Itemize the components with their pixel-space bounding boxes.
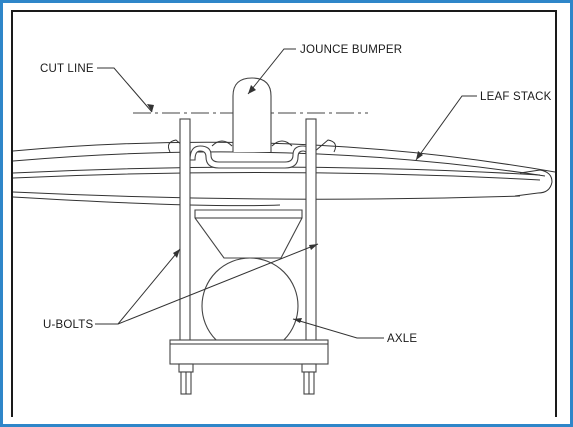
jounce-bumper-label: JOUNCE BUMPER (300, 44, 402, 56)
jounce-bumper (232, 77, 272, 152)
axle-label: AXLE (387, 333, 417, 345)
leaf-eye (514, 169, 553, 197)
leaf-stack-bottom (13, 191, 521, 200)
nut-left (178, 363, 194, 373)
u-bolts-label: U-BOLTS (43, 319, 94, 331)
u-bolts-leader-2 (117, 243, 319, 325)
spring-seat-outer-r (313, 139, 336, 153)
leaf-stack-leader (415, 95, 477, 161)
leaf-stack-label: LEAF STACK (480, 91, 552, 103)
spring-seat-outer (168, 139, 191, 153)
axle-seat (194, 209, 303, 259)
jounce-bumper-leader (247, 48, 296, 95)
leaf-stack-bottom-2 (13, 196, 281, 207)
cut-line-leader (97, 67, 153, 113)
u-bolt-left (179, 118, 191, 360)
leaf-stack-top-2 (13, 151, 546, 177)
leaf-stack-top (13, 141, 555, 173)
nut-right (301, 363, 317, 373)
u-bolts-leader-1 (95, 248, 181, 325)
drawing-border (11, 10, 557, 417)
leaf-stack-mid-2 (13, 171, 541, 181)
axle-leader (292, 318, 384, 339)
cut-line-label: CUT LINE (40, 63, 94, 75)
spring-seat-ears (211, 140, 293, 147)
